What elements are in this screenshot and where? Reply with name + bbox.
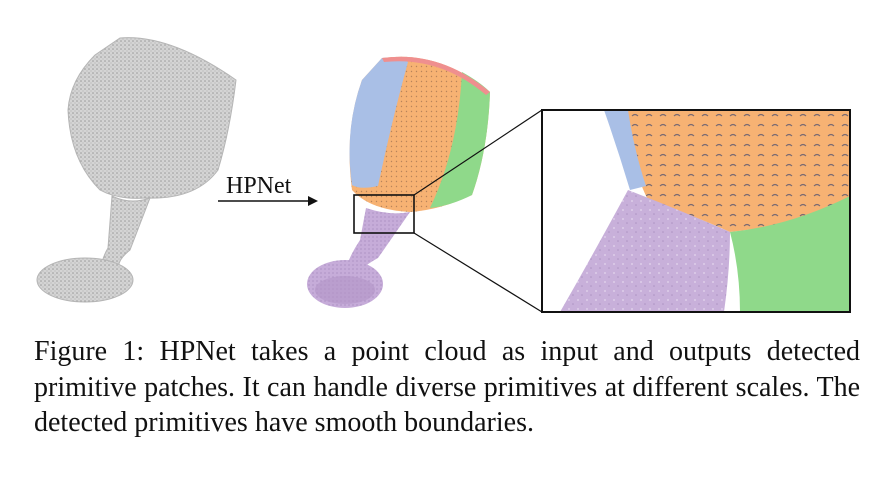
zoom-source-box — [353, 194, 415, 234]
zoom-inset — [541, 109, 851, 313]
caption-label: Figure 1: — [34, 336, 145, 367]
hpnet-arrow: HPNet — [218, 173, 318, 206]
zoom-connector-top — [413, 109, 543, 196]
figure-caption: Figure 1: HPNet takes a point cloud as i… — [34, 334, 860, 441]
caption-text: HPNet takes a point cloud as input and o… — [34, 336, 861, 438]
output-primitive-patches — [307, 56, 490, 308]
input-point-cloud — [36, 37, 237, 303]
figure: HPNet — [36, 37, 851, 313]
arrow-label: HPNet — [226, 173, 292, 199]
zoom-connector-bottom — [413, 232, 543, 313]
